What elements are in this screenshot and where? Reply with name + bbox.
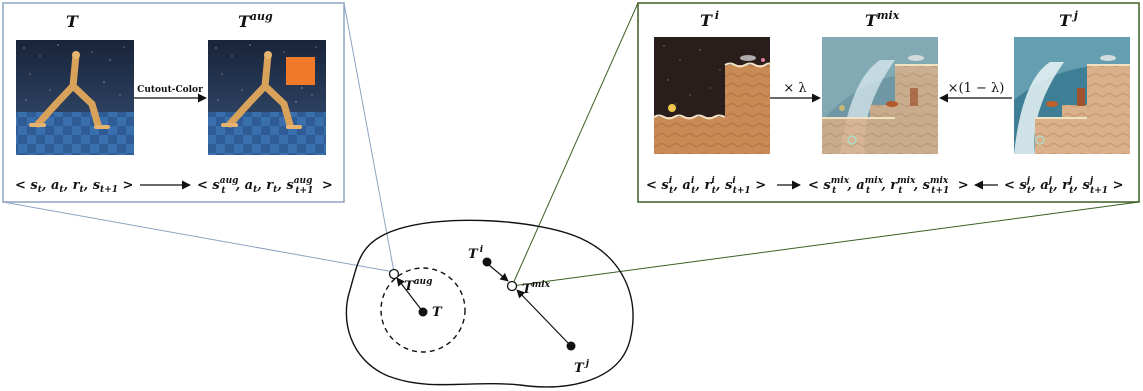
label-T: T xyxy=(432,305,443,320)
left-connector-bottom xyxy=(2,201,395,273)
game-image-mix xyxy=(822,37,938,154)
left-connector-top xyxy=(343,2,395,273)
right-connector-left xyxy=(511,2,639,287)
mix-arrow-i xyxy=(488,264,509,282)
cutout-color-label: Cutout-Color xyxy=(137,85,203,95)
one-minus-lambda-label: ×(1 − λ) xyxy=(948,81,1005,96)
game-image-i xyxy=(653,37,771,154)
mix-arrow-j xyxy=(516,289,571,346)
right-connector-right xyxy=(511,201,1140,287)
walker-original-image xyxy=(16,40,134,155)
aug-arrow xyxy=(396,277,424,313)
point-T-i xyxy=(482,257,492,267)
walker-augmented-image xyxy=(208,40,326,155)
left-panel: T Taug xyxy=(2,2,345,203)
label-T-mix: Tmix xyxy=(522,280,551,297)
cutout-color-patch xyxy=(286,57,315,85)
task-space-outline xyxy=(345,219,634,388)
point-T xyxy=(418,307,428,317)
title-augmented: Taug xyxy=(238,10,273,31)
label-T-aug: Taug xyxy=(404,277,432,294)
point-T-aug xyxy=(388,268,400,280)
title-mix: Tmix xyxy=(865,9,900,30)
lambda-label: × λ xyxy=(783,81,806,96)
point-T-mix xyxy=(506,280,518,292)
title-original: T xyxy=(66,12,79,31)
game-image-j xyxy=(1014,37,1130,154)
augmentation-radius xyxy=(380,267,466,353)
point-T-j xyxy=(566,341,576,351)
